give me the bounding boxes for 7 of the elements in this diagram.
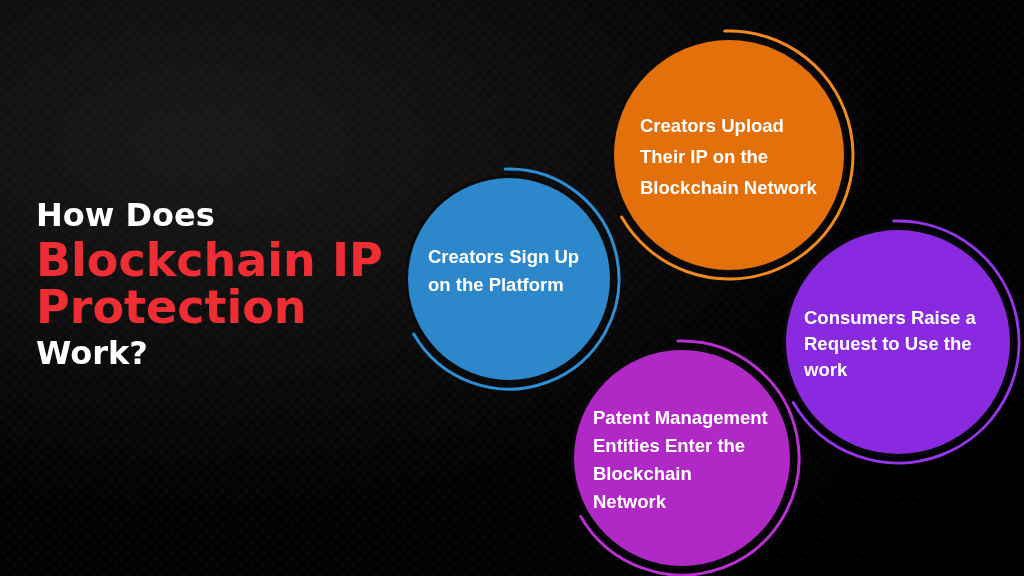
step-circle bbox=[574, 350, 790, 566]
step-text: Consumers Raise a Request to Use the work bbox=[804, 306, 977, 382]
step-text: Creators Sign Up on the Platform bbox=[428, 245, 581, 297]
step-circle bbox=[408, 178, 610, 380]
step-text: Patent Management Entities Enter the Blockchain Network bbox=[593, 406, 769, 514]
title-heading: How Does Blockchain IP Protection Work? bbox=[36, 195, 384, 374]
step-text: Creators Upload Their IP on the Blockchain Network bbox=[640, 114, 818, 200]
